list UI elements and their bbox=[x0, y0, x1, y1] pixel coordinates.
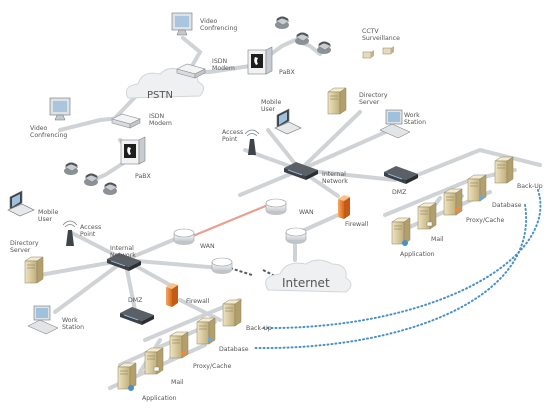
application-icon bbox=[402, 240, 408, 246]
backup-server-icon bbox=[222, 299, 242, 327]
mail-icon bbox=[153, 366, 160, 372]
directory-server-left-label-2: Server bbox=[10, 247, 31, 254]
access-point-left-label-1: Access bbox=[80, 224, 101, 231]
cable-links bbox=[38, 36, 542, 390]
application-server-icon bbox=[117, 362, 137, 390]
firewall-icon bbox=[166, 283, 178, 307]
mobile-user-icon bbox=[7, 190, 35, 217]
wan-router-icon bbox=[173, 228, 195, 246]
mobile-user-top-label-2: User bbox=[261, 106, 276, 113]
phone-icon bbox=[316, 41, 332, 55]
internet-link-2 bbox=[229, 267, 253, 276]
dmz-switch-icon bbox=[119, 306, 155, 326]
mobile-user-left-label-1: Mobile bbox=[38, 209, 58, 216]
phone-icon bbox=[294, 32, 310, 46]
cctv-camera-icon bbox=[362, 49, 375, 59]
application-server-icon bbox=[391, 217, 411, 245]
phone-icon bbox=[83, 173, 99, 187]
internet-label: Internet bbox=[282, 276, 330, 290]
work-station-top-label-1: Work bbox=[404, 112, 420, 119]
database-icon bbox=[479, 195, 483, 199]
work-station-icon bbox=[27, 305, 59, 335]
dmz-bottom-label: DMZ bbox=[128, 297, 142, 304]
internet-router-icon bbox=[285, 227, 307, 245]
pstn-label: PSTN bbox=[147, 90, 173, 101]
wan-top-label: WAN bbox=[299, 209, 314, 216]
isdn-top-label-2: Modem bbox=[212, 65, 235, 72]
internal-network-top-label-1: Internal bbox=[322, 171, 346, 178]
application-icon bbox=[128, 385, 134, 391]
cctv-label-1: CCTV bbox=[362, 28, 379, 35]
wan-router-icon bbox=[265, 198, 287, 216]
cctv-label-2: Surveillance bbox=[362, 35, 400, 42]
cctv-camera-icon bbox=[382, 45, 395, 55]
directory-server-top-label-1: Directory bbox=[359, 92, 388, 99]
video-conf-left-label-1: Video bbox=[30, 125, 48, 132]
pstn-cloud: PSTN bbox=[125, 68, 204, 101]
firewall-bottom-label: Firewall bbox=[186, 298, 210, 305]
pabx-left-label: PaBX bbox=[135, 173, 151, 180]
backup-top-label: Back-Up bbox=[517, 183, 543, 190]
internal-network-left-label-1: Internal bbox=[110, 245, 134, 252]
directory-server-left-label-1: Directory bbox=[10, 240, 39, 247]
internet-cloud: Internet bbox=[265, 259, 352, 293]
isdn-left-label-2: Modem bbox=[149, 120, 172, 127]
pabx-icon bbox=[247, 46, 273, 75]
dmz-top-label: DMZ bbox=[392, 189, 406, 196]
proxy-cache-bottom-label: Proxy/Cache bbox=[193, 363, 231, 370]
proxy-icon bbox=[181, 351, 185, 355]
proxy-cache-server-icon bbox=[443, 188, 463, 216]
firewall-top-label: Firewall bbox=[345, 221, 369, 228]
mail-icon bbox=[426, 221, 433, 227]
video-conf-top-label-2: Confrencing bbox=[200, 25, 237, 32]
database-replication-link bbox=[254, 204, 528, 350]
mail-bottom-label: Mail bbox=[171, 379, 184, 386]
proxy-cache-server-icon bbox=[169, 331, 189, 359]
internal-network-top-label-2: Network bbox=[322, 178, 348, 185]
wan-link-red bbox=[187, 203, 269, 240]
internal-network-left-label-2: Network bbox=[110, 252, 136, 259]
directory-server-icon bbox=[327, 87, 347, 115]
mail-top-label: Mail bbox=[431, 236, 444, 243]
application-bottom-label: Application bbox=[142, 395, 177, 402]
database-bottom-label: Database bbox=[219, 346, 249, 353]
access-point-top-label-1: Access bbox=[222, 129, 243, 136]
mobile-user-top-label-1: Mobile bbox=[261, 99, 281, 106]
database-server-icon bbox=[196, 317, 216, 345]
pabx-top-label: PaBX bbox=[279, 69, 295, 76]
access-point-top-label-2: Point bbox=[222, 136, 238, 143]
mobile-user-icon bbox=[274, 108, 302, 135]
backup-bottom-label: Back-Up bbox=[246, 325, 272, 332]
phone-icon bbox=[274, 16, 290, 30]
backup-server-icon bbox=[494, 156, 514, 184]
work-station-left-label-1: Work bbox=[62, 317, 78, 324]
firewall-icon bbox=[338, 195, 350, 219]
proxy-icon bbox=[455, 208, 459, 212]
database-icon bbox=[208, 338, 212, 342]
internet-router-icon bbox=[211, 257, 233, 275]
isdn-left-label-1: ISDN bbox=[149, 113, 165, 120]
database-top-label: Database bbox=[492, 202, 522, 209]
video-conferencing-icon bbox=[49, 97, 71, 121]
isdn-top-label-1: ISDN bbox=[212, 58, 228, 65]
video-conf-top-label-1: Video bbox=[200, 18, 218, 25]
directory-server-icon bbox=[24, 256, 44, 284]
work-station-left-label-2: Station bbox=[62, 324, 84, 331]
application-top-label: Application bbox=[400, 251, 435, 258]
proxy-cache-top-label: Proxy/Cache bbox=[466, 217, 504, 224]
work-station-top-label-2: Station bbox=[404, 119, 426, 126]
phone-icon bbox=[63, 162, 79, 176]
access-point-left-label-2: Point bbox=[80, 231, 96, 238]
pabx-icon bbox=[120, 136, 146, 165]
video-conferencing-icon bbox=[171, 12, 193, 36]
backup-replication-link bbox=[261, 189, 542, 330]
video-conf-left-label-2: Confrencing bbox=[30, 132, 67, 139]
phone-icon bbox=[102, 182, 118, 196]
directory-server-top-label-2: Server bbox=[359, 99, 380, 106]
wan-left-label: WAN bbox=[200, 243, 215, 250]
mobile-user-left-label-2: User bbox=[38, 216, 53, 223]
database-server-icon bbox=[467, 174, 487, 202]
